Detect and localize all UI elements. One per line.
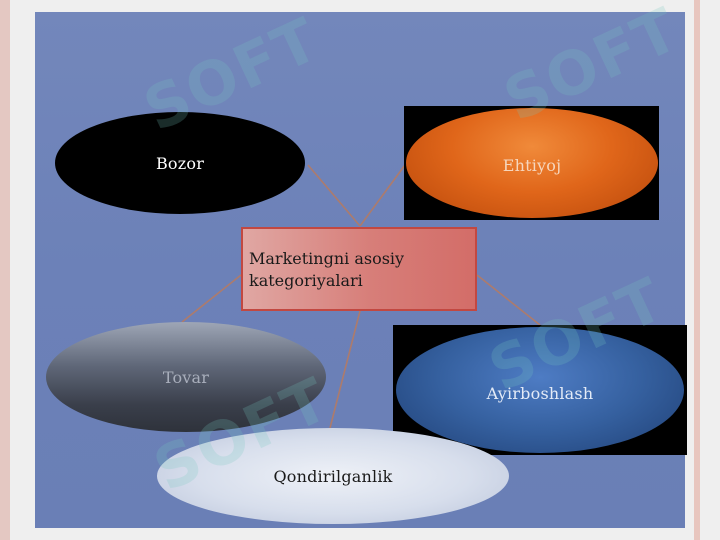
connector-ehtiyoj [359, 164, 406, 227]
slide-frame-right [694, 0, 700, 540]
bozor-node-label: Bozor [155, 153, 205, 173]
ayirboshlash-node-shape [396, 327, 684, 453]
slide-frame-left [0, 0, 10, 540]
connector-bozor [307, 164, 361, 227]
qondirilganlik-node-label: Qondirilganlik [273, 466, 393, 486]
center-category-box [241, 227, 477, 311]
connector-qondirilganlik [329, 310, 361, 429]
connector-tovar [181, 274, 242, 323]
tovar-node-shape [46, 322, 326, 432]
center-category-label: Marketingni asosiy kategoriyalari [249, 249, 405, 290]
connector-ayirboshlash [476, 274, 541, 326]
tovar-node-label: Tovar [162, 367, 210, 387]
ehtiyoj-node-shape [406, 108, 658, 218]
ehtiyoj-node-label: Ehtiyoj [502, 155, 562, 175]
ayirboshlash-node-label: Ayirboshlash [486, 383, 594, 403]
qondirilganlik-node-shape [157, 428, 509, 524]
bozor-node-shape [55, 112, 305, 214]
